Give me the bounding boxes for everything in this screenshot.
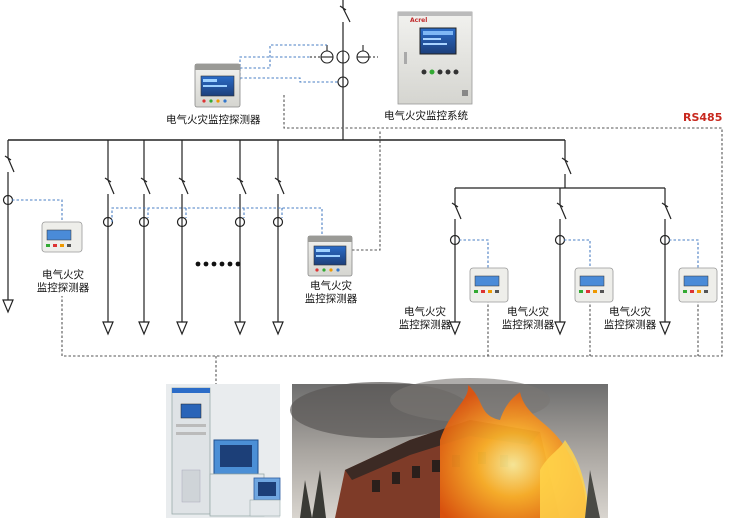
rs485-label: RS485 bbox=[683, 111, 723, 124]
monitoring-system-cabinet: Acrel bbox=[397, 11, 473, 105]
detector-left-label-line1: 电气火灾 bbox=[42, 269, 84, 281]
feeder-group-middle bbox=[102, 140, 285, 336]
detector-device-icon bbox=[194, 63, 241, 108]
svg-text:Acrel: Acrel bbox=[410, 17, 427, 24]
detector-left-label-line2: 监控探测器 bbox=[36, 282, 90, 294]
detector-mid-label: 电气火灾 监控探测器 bbox=[300, 280, 362, 306]
system-label: 电气火灾监控系统 bbox=[384, 110, 468, 122]
detector-device-icon bbox=[41, 221, 83, 253]
detector-r1-label-line1: 电气火灾 bbox=[404, 306, 446, 318]
detector-top-label: 电气火灾监控探测器 bbox=[166, 114, 261, 126]
current-transformer-icon bbox=[310, 45, 378, 88]
fire-photo-icon bbox=[290, 378, 608, 518]
detector-device-icon bbox=[307, 235, 353, 277]
main-switch-icon bbox=[339, 5, 351, 23]
detector-r2-label-line1: 电气火灾 bbox=[507, 306, 549, 318]
signal-wiring bbox=[12, 44, 699, 268]
detector-r3-label: 电气火灾 监控探测器 bbox=[598, 306, 662, 332]
feeder-group-right bbox=[449, 140, 672, 336]
detector-mid-label-line2: 监控探测器 bbox=[304, 293, 358, 305]
rs485-bus bbox=[61, 95, 723, 385]
feeder-left bbox=[2, 140, 15, 314]
detector-device-icon bbox=[678, 267, 718, 303]
detector-device-icon bbox=[469, 267, 509, 303]
detector-r1-label: 电气火灾 监控探测器 bbox=[393, 306, 457, 332]
detector-r3-label-line1: 电气火灾 bbox=[609, 306, 651, 318]
detector-device-icon bbox=[574, 267, 614, 303]
more-feeders-ellipsis bbox=[195, 261, 241, 267]
detector-r3-label-line2: 监控探测器 bbox=[603, 319, 657, 331]
detector-mid-label-line1: 电气火灾 bbox=[310, 280, 352, 292]
detector-r2-label: 电气火灾 监控探测器 bbox=[496, 306, 560, 332]
cabinet-icon bbox=[166, 384, 281, 518]
detector-r2-label-line2: 监控探测器 bbox=[501, 319, 555, 331]
detector-r1-label-line2: 监控探测器 bbox=[398, 319, 452, 331]
detector-left-label: 电气火灾 监控探测器 bbox=[36, 269, 90, 295]
